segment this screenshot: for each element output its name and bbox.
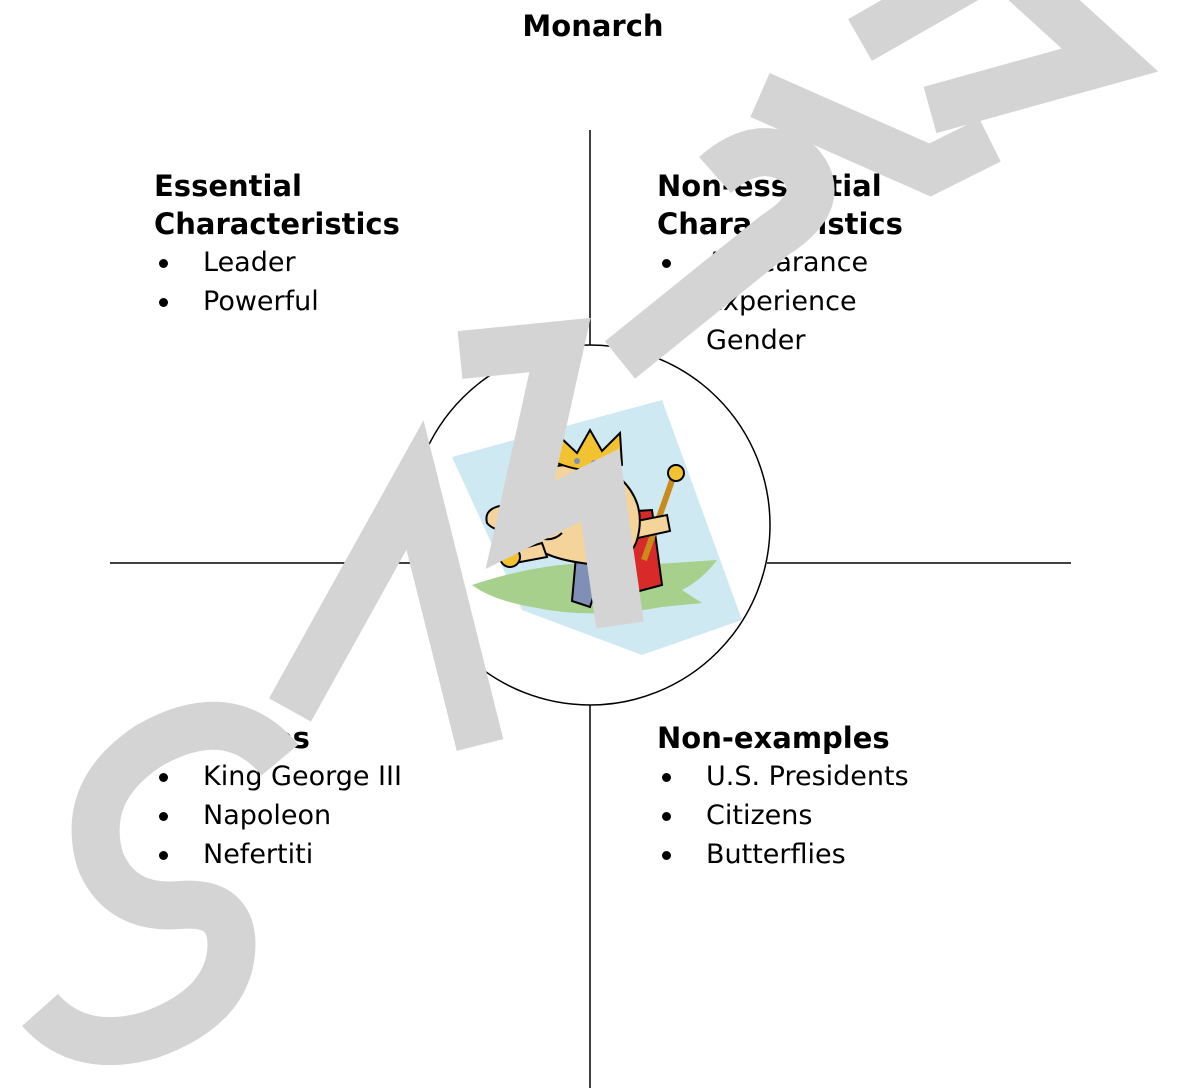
list-item: Napoleon: [154, 796, 402, 835]
non-examples-heading: Non-examples: [657, 719, 909, 757]
page-title: Monarch: [522, 9, 664, 43]
heading-line: Characteristics: [657, 207, 903, 241]
king-clipart-icon: [452, 400, 742, 655]
heading-line: Non-examples: [657, 721, 890, 755]
bullet-icon: [159, 851, 168, 860]
list-item: Appearance: [657, 243, 903, 282]
scepter-top: [667, 464, 685, 482]
bullet-icon: [662, 851, 671, 860]
bullet-icon: [159, 298, 168, 307]
bullet-icon: [662, 298, 671, 307]
examples-section: Examples King George III Napoleon Nefert…: [154, 719, 402, 874]
bullet-icon: [159, 773, 168, 782]
heading-line: Examples: [154, 721, 310, 755]
non-examples-section: Non-examples U.S. Presidents Citizens Bu…: [657, 719, 909, 874]
heading-line: Characteristics: [154, 207, 400, 241]
bullet-icon: [159, 259, 168, 268]
heading-line: Non-essential: [657, 169, 882, 203]
bullet-icon: [662, 812, 671, 821]
nose-shape: [485, 503, 523, 532]
examples-list: King George III Napoleon Nefertiti: [154, 757, 402, 874]
list-item: Citizens: [657, 796, 909, 835]
orb-shape: [499, 546, 521, 568]
essential-characteristics-list: Leader Powerful: [154, 243, 400, 321]
list-item: Leader: [154, 243, 400, 282]
non-essential-characteristics-list: Appearance Experience Gender: [657, 243, 903, 360]
essential-characteristics-heading: Essential Characteristics: [154, 167, 400, 243]
non-essential-characteristics-heading: Non-essential Characteristics: [657, 167, 903, 243]
non-essential-characteristics-section: Non-essential Characteristics Appearance…: [657, 167, 903, 360]
list-item: Butterflies: [657, 835, 909, 874]
bullet-icon: [159, 812, 168, 821]
list-item: U.S. Presidents: [657, 757, 909, 796]
bullet-icon: [662, 773, 671, 782]
list-item: King George III: [154, 757, 402, 796]
list-item: Nefertiti: [154, 835, 402, 874]
bullet-icon: [662, 259, 671, 268]
bullet-icon: [662, 337, 671, 346]
list-item: Powerful: [154, 282, 400, 321]
list-item: Experience: [657, 282, 903, 321]
non-examples-list: U.S. Presidents Citizens Butterflies: [657, 757, 909, 874]
essential-characteristics-section: Essential Characteristics Leader Powerfu…: [154, 167, 400, 321]
list-item: Gender: [657, 321, 903, 360]
examples-heading: Examples: [154, 719, 402, 757]
heading-line: Essential: [154, 169, 302, 203]
